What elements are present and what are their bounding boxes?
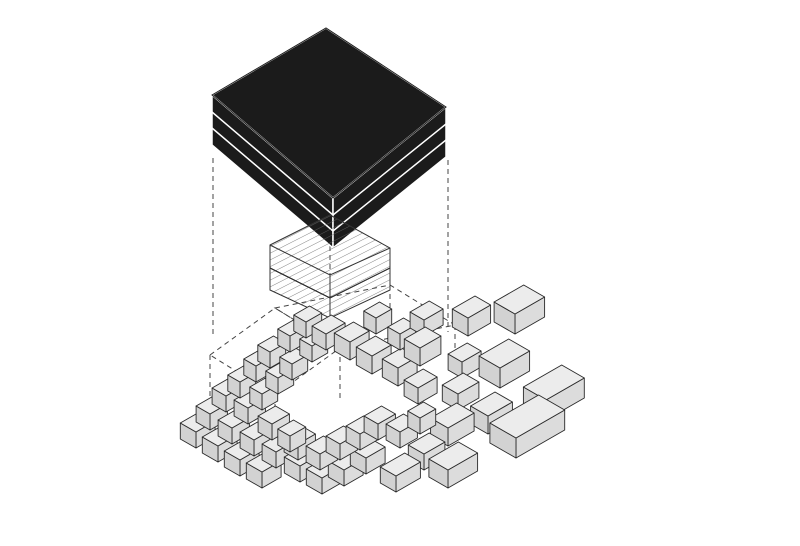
- block: [441, 372, 480, 411]
- block: [355, 335, 392, 375]
- block: [403, 368, 438, 405]
- block: [407, 401, 437, 435]
- block: [293, 305, 323, 339]
- block: [478, 338, 531, 389]
- block: [363, 405, 396, 441]
- block: [403, 326, 442, 367]
- block: [428, 441, 479, 489]
- block: [489, 394, 566, 459]
- block: [447, 342, 482, 379]
- block: [277, 419, 307, 453]
- hatched-mass: [269, 214, 391, 319]
- block: [349, 437, 386, 475]
- block: [451, 295, 492, 337]
- roof-slab: [210, 27, 448, 250]
- block: [379, 452, 421, 493]
- block: [493, 284, 546, 335]
- block: [363, 301, 393, 335]
- block-field: [179, 284, 585, 495]
